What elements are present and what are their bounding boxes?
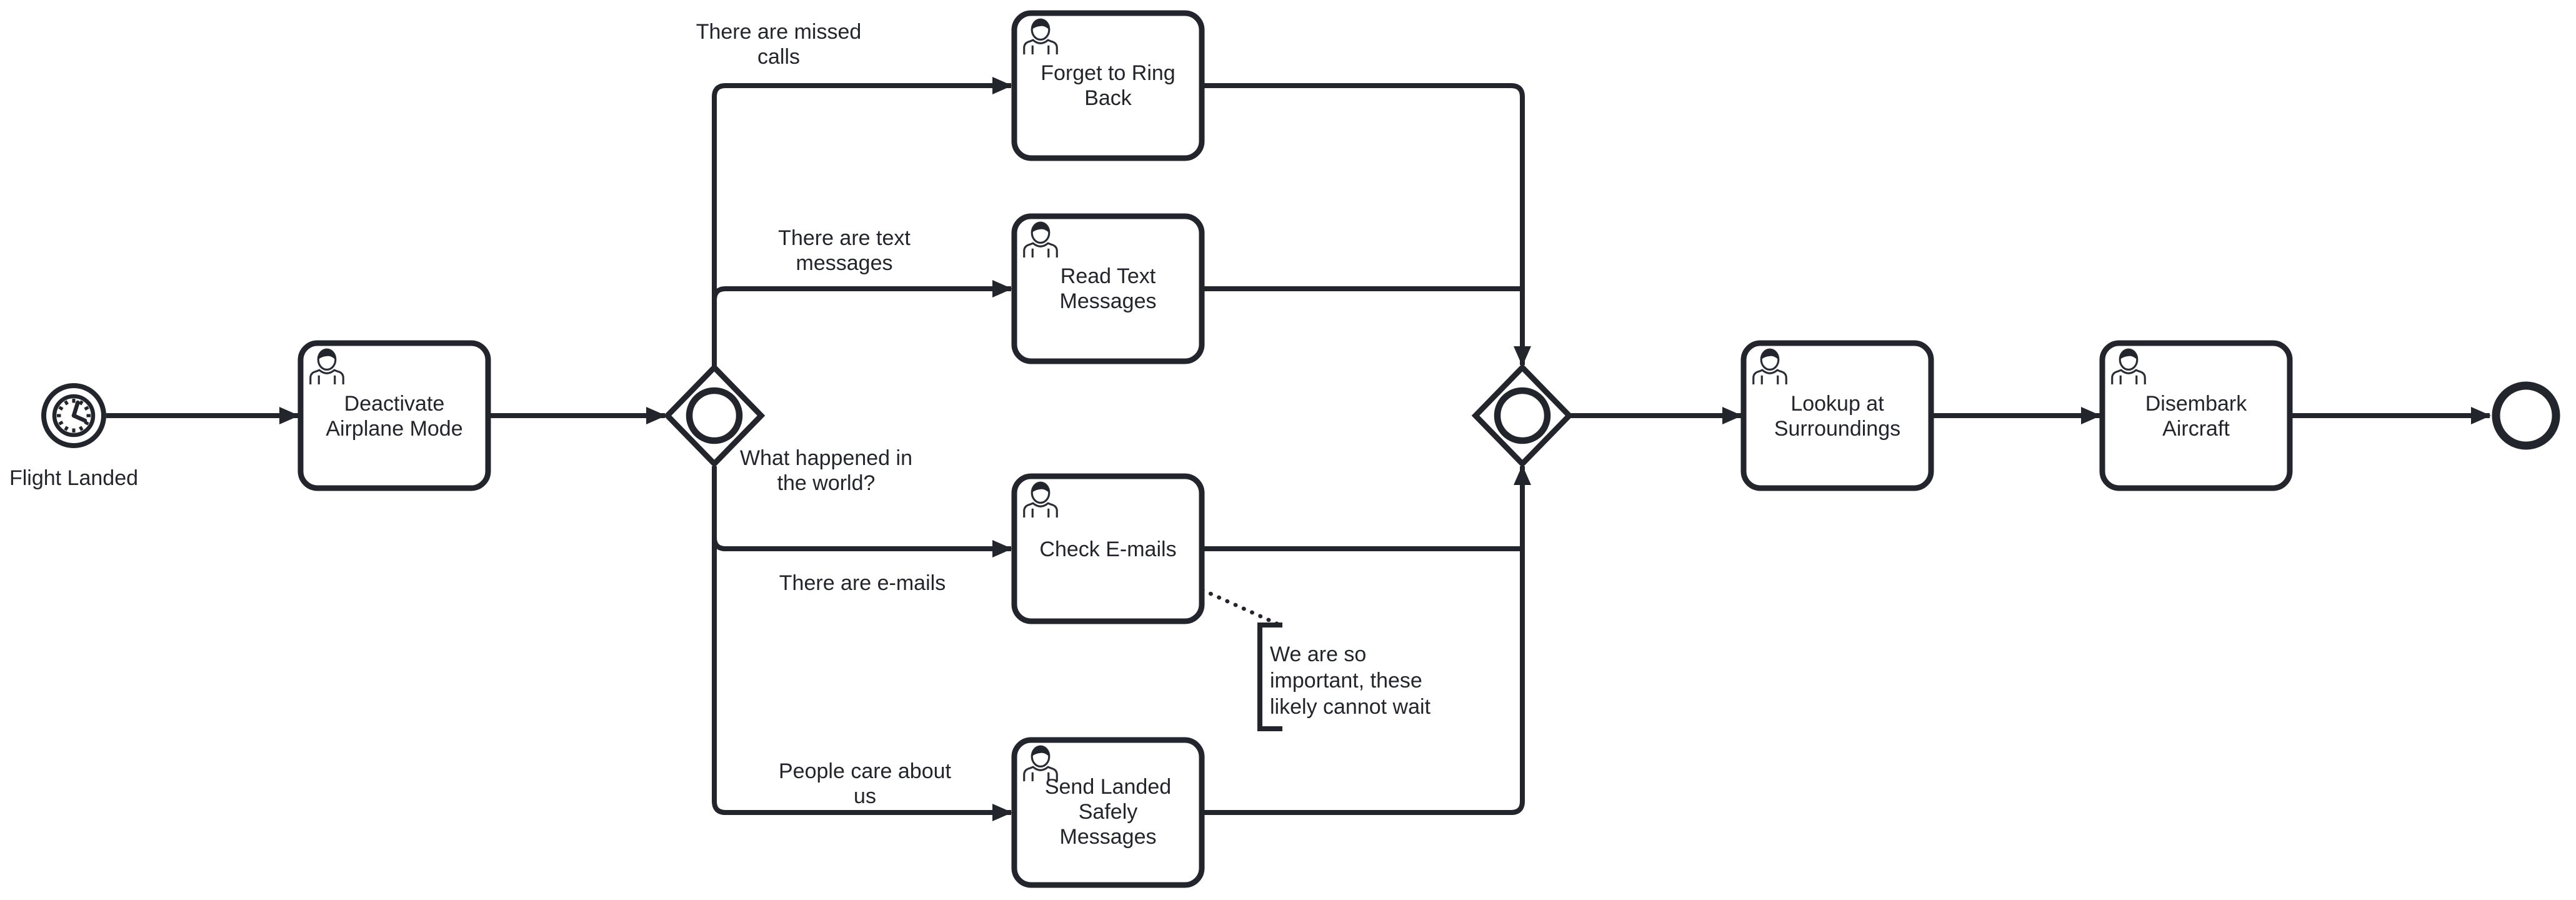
flow-send-to-join[interactable] — [1202, 465, 1531, 815]
task-label: Aircraft — [2162, 417, 2230, 441]
flow-label-text-messages: messages — [796, 251, 893, 275]
task-label: Airplane Mode — [326, 417, 462, 441]
sequence-flows — [106, 77, 2491, 821]
task-read-text-messages[interactable]: Read Text Messages — [1011, 213, 1205, 364]
flow-label-people-care: us — [854, 784, 876, 808]
task-label: Deactivate — [344, 392, 445, 416]
start-event-label: Flight Landed — [9, 466, 138, 490]
flow-label-people-care: People care about — [779, 759, 952, 783]
task-send-landed-safely-messages[interactable]: Send Landed Safely Messages — [1011, 737, 1205, 888]
task-label: Send Landed — [1045, 775, 1171, 799]
task-label: Surroundings — [1774, 417, 1900, 441]
flow-gateway-to-send[interactable] — [712, 466, 1012, 821]
flow-gateway-to-forget[interactable] — [712, 77, 1012, 366]
gateway-label-what-happened: the world? — [777, 471, 876, 495]
annotation-bracket — [1257, 622, 1282, 731]
text-annotation[interactable]: We are so important, these likely cannot… — [1200, 588, 1431, 731]
annotation-text: likely cannot wait — [1270, 695, 1431, 719]
flow-forget-to-join[interactable] — [1202, 83, 1531, 366]
task-label: Check E-mails — [1039, 538, 1176, 561]
task-label: Read Text — [1061, 264, 1156, 288]
flow-label-missed-calls: There are missed — [696, 20, 862, 44]
task-label: Safely — [1079, 800, 1138, 824]
task-disembark-aircraft[interactable]: Disembark Aircraft — [2099, 340, 2293, 491]
start-event-timer[interactable] — [41, 383, 106, 448]
annotation-text: We are so — [1270, 642, 1366, 666]
inclusive-gateway-marker — [1494, 387, 1551, 444]
gateway-label-what-happened: What happened in — [740, 446, 912, 470]
inclusive-gateway-join[interactable] — [1471, 363, 1574, 468]
inclusive-gateway-marker — [686, 387, 743, 444]
end-event[interactable] — [2492, 381, 2560, 450]
clock-icon — [52, 394, 96, 438]
task-deactivate-airplane-mode[interactable]: Deactivate Airplane Mode — [297, 340, 491, 491]
association-dotted-line — [1200, 588, 1282, 628]
task-label: Disembark — [2145, 392, 2247, 416]
flow-label-missed-calls: calls — [757, 45, 800, 69]
annotation-text: important, these — [1270, 669, 1422, 692]
task-forget-to-ring-back[interactable]: Forget to Ring Back — [1011, 10, 1205, 161]
flow-label-text-messages: There are text — [778, 226, 911, 250]
flow-read-to-join[interactable] — [1202, 286, 1525, 364]
flow-gateway-to-read[interactable] — [712, 280, 1012, 366]
inclusive-gateway-split[interactable] — [663, 363, 766, 468]
task-label: Back — [1084, 86, 1132, 110]
flow-labels: There are missed calls There are text me… — [696, 20, 952, 808]
task-label: Messages — [1060, 825, 1157, 849]
task-check-emails[interactable]: Check E-mails — [1011, 473, 1205, 624]
task-lookup-at-surroundings[interactable]: Lookup at Surroundings — [1740, 340, 1934, 491]
flow-label-emails: There are e-mails — [779, 571, 946, 595]
task-label: Lookup at — [1790, 392, 1884, 416]
task-label: Forget to Ring — [1041, 61, 1175, 85]
task-label: Messages — [1060, 289, 1157, 313]
flow-check-to-join[interactable] — [1202, 469, 1525, 551]
